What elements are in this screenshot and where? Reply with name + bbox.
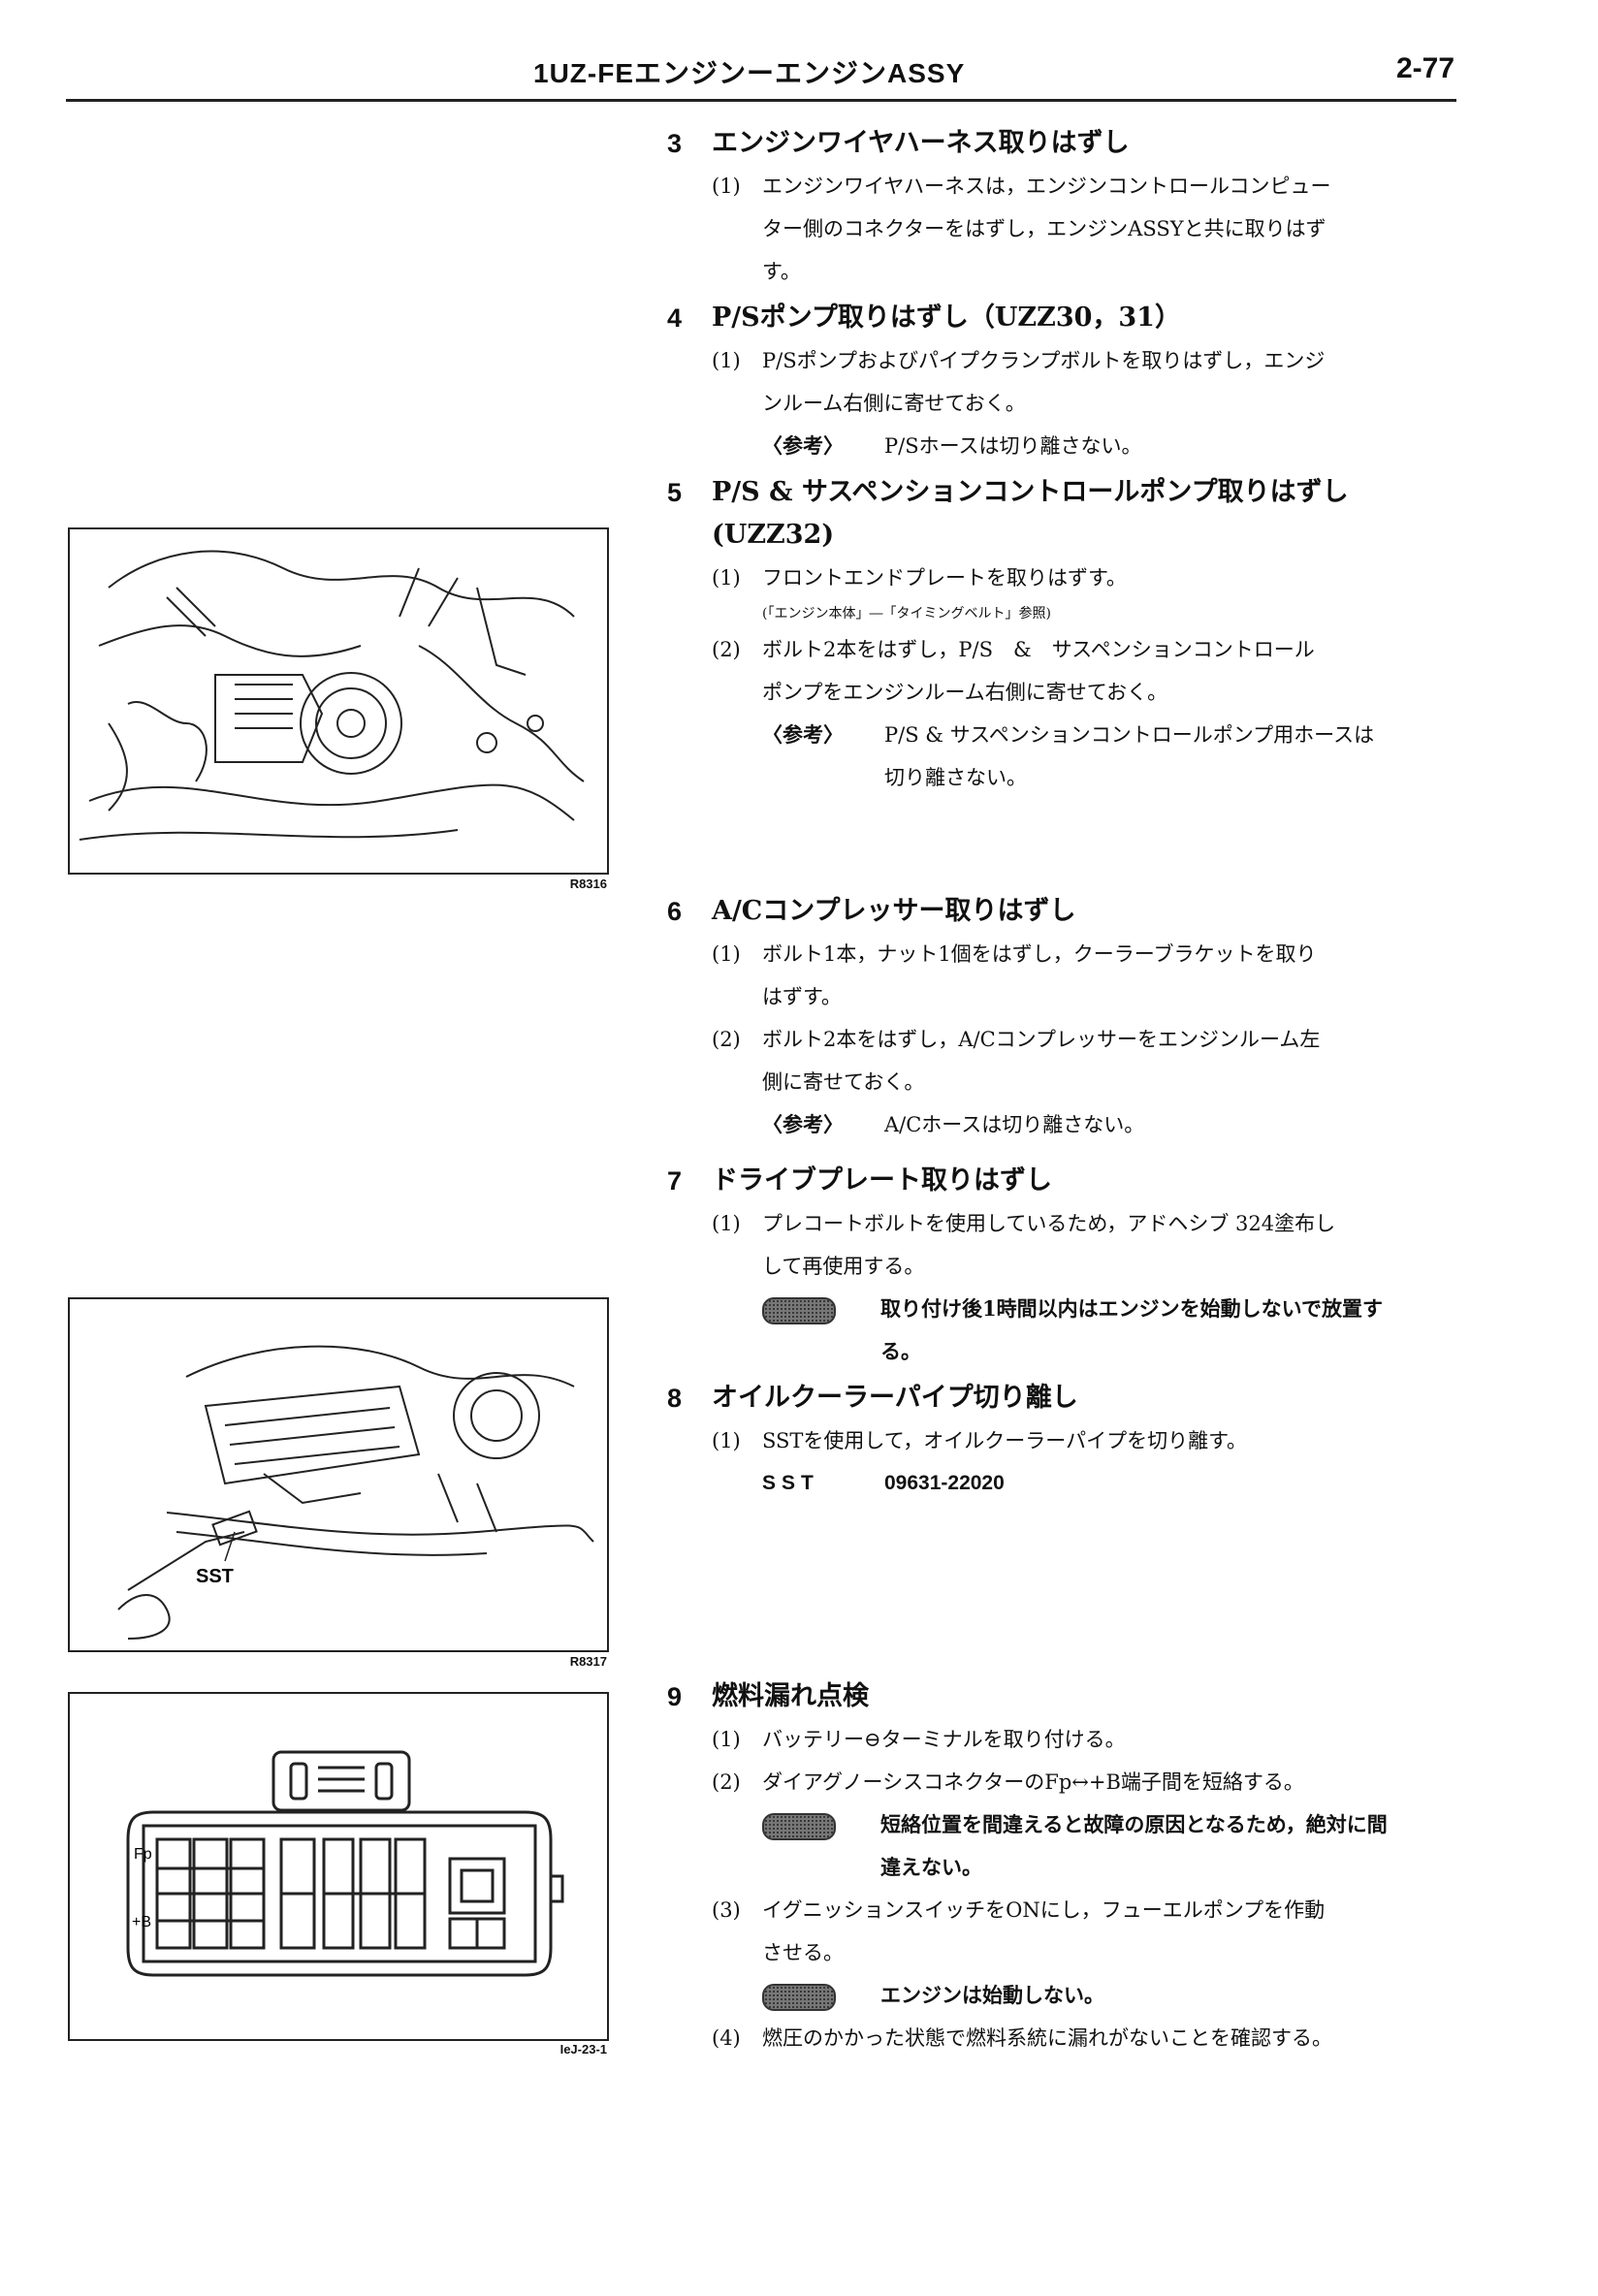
- figure-code: R8317: [569, 1654, 607, 1669]
- item-text-line: ポンプをエンジンルーム右側に寄せておく。: [762, 681, 1168, 704]
- caution-badge-icon: [762, 1984, 836, 2011]
- reference-label: 〈参考〉: [762, 1112, 844, 1136]
- item-text-line: ボルト1本，ナット1個をはずし，クーラーブラケットを取り: [762, 942, 1317, 966]
- section-number: 4: [667, 303, 683, 333]
- item-text-line: 燃圧のかかった状態で燃料系統に漏れがないことを確認する。: [762, 2026, 1332, 2050]
- section-number: 7: [667, 1166, 683, 1196]
- section-title: P/S & サスペンションコントロールポンプ取りはずし: [712, 477, 1349, 507]
- item-number: (1): [712, 942, 741, 966]
- item-text-line: して再使用する。: [762, 1255, 925, 1278]
- item-number: (1): [712, 1212, 741, 1235]
- cross-reference: (「エンジン本体」―「タイミングベルト」参照): [762, 606, 1051, 622]
- reference-text: P/Sホースは切り離さない。: [884, 434, 1142, 458]
- item-text-line: ボルト2本をはずし，A/Cコンプレッサーをエンジンルーム左: [762, 1028, 1321, 1051]
- section-7: 7 ドライブプレート取りはずし (1) プレコートボルトを使用しているため，アド…: [667, 1160, 1462, 1373]
- figure-code: R8316: [569, 877, 607, 891]
- item-text-line: す。: [762, 260, 801, 283]
- item-text-line: エンジンワイヤハーネスは，エンジンコントロールコンピュー: [762, 175, 1331, 198]
- item-number: (4): [712, 2026, 741, 2050]
- reference-label: 〈参考〉: [762, 433, 844, 458]
- item-number: (1): [712, 349, 741, 372]
- section-number: 8: [667, 1384, 683, 1413]
- reference-text: P/S & サスペンションコントロールポンプ用ホースは: [884, 723, 1375, 747]
- caution-badge-icon: [762, 1297, 836, 1324]
- section-5: 5 P/S & サスペンションコントロールポンプ取りはずし (UZZ32) (1…: [667, 471, 1462, 799]
- item-number: (3): [712, 1898, 741, 1922]
- diagnosis-connector-illustration: Fp +B: [126, 1750, 564, 1977]
- item-text-line: させる。: [762, 1941, 844, 1964]
- section-4: 4 P/Sポンプ取りはずし（UZZ30，31） (1) P/Sポンプおよびパイプ…: [667, 297, 1462, 467]
- item-text-line: バッテリー⊖ターミナルを取り付ける。: [762, 1728, 1126, 1751]
- section-8: 8 オイルクーラーパイプ切り離し (1) SSTを使用して，オイルクーラーパイプ…: [667, 1377, 1462, 1505]
- item-text-line: フロントエンドプレートを取りはずす。: [762, 566, 1127, 590]
- item-text-line: P/Sポンプおよびパイプクランプボルトを取りはずし，エンジ: [762, 349, 1326, 372]
- figure-oil-cooler-pipe: SST: [68, 1297, 609, 1652]
- section-6: 6 A/Cコンプレッサー取りはずし (1) ボルト1本，ナット1個をはずし，クー…: [667, 890, 1462, 1146]
- figure-diagnosis-connector: Fp +B: [68, 1692, 609, 2041]
- section-number: 9: [667, 1682, 683, 1711]
- sst-part-number: 09631-22020: [884, 1472, 1005, 1494]
- item-text-line: はずす。: [762, 985, 842, 1008]
- item-number: (1): [712, 1429, 741, 1452]
- reference-label: 〈参考〉: [762, 722, 844, 747]
- item-number: (1): [712, 175, 741, 198]
- section-9: 9 燃料漏れ点検 (1) バッテリー⊖ターミナルを取り付ける。 (2) ダイアグ…: [667, 1675, 1462, 2059]
- section-title: A/Cコンプレッサー取りはずし: [712, 896, 1076, 926]
- header-rule: [66, 99, 1456, 102]
- item-number: (1): [712, 1728, 741, 1751]
- item-text-line: プレコートボルトを使用しているため，アドヘシブ 324塗布し: [762, 1212, 1336, 1235]
- section-number: 6: [667, 897, 683, 926]
- section-title: 燃料漏れ点検: [712, 1681, 869, 1711]
- item-text-line: ダイアグノーシスコネクターのFp↔+B端子間を短絡する。: [762, 1770, 1304, 1794]
- figure-ps-pump: [68, 527, 609, 875]
- caution-text: る。: [880, 1339, 921, 1363]
- figure-code: IeJ-23-1: [559, 2042, 607, 2057]
- page-header-title: 1UZ-FEエンジンーエンジンASSY: [533, 58, 966, 88]
- fp-terminal-label: Fp: [134, 1846, 152, 1863]
- engine-pump-illustration: [79, 550, 585, 841]
- section-3: 3 エンジンワイヤハーネス取りはずし (1) エンジンワイヤハーネスは，エンジン…: [667, 122, 1462, 293]
- section-title: エンジンワイヤハーネス取りはずし: [712, 128, 1130, 158]
- item-number: (1): [712, 566, 741, 590]
- section-title-continued: (UZZ32): [712, 520, 835, 550]
- item-text-line: ンルーム右側に寄せておく。: [762, 392, 1026, 415]
- section-title: オイルクーラーパイプ切り離し: [712, 1383, 1078, 1413]
- item-text-line: ボルト2本をはずし，P/S & サスペンションコントロール: [762, 638, 1315, 661]
- item-text-line: 側に寄せておく。: [762, 1070, 925, 1094]
- oil-cooler-sst-illustration: SST: [117, 1345, 594, 1640]
- item-text-line: SSTを使用して，オイルクーラーパイプを切り離す。: [762, 1429, 1247, 1452]
- sst-figure-label: SST: [196, 1566, 234, 1587]
- caution-text: 取り付け後1時間以内はエンジンを始動しないで放置す: [880, 1296, 1383, 1321]
- item-number: (2): [712, 1770, 741, 1794]
- caution-text: 短絡位置を間違えると故障の原因となるため，絶対に間: [880, 1812, 1388, 1836]
- item-text-line: イグニッションスイッチをONにし，フューエルポンプを作動: [762, 1898, 1326, 1922]
- caution-text: エンジンは始動しない。: [880, 1983, 1104, 2007]
- reference-text: 切り離さない。: [884, 766, 1027, 789]
- item-text-line: ター側のコネクターをはずし，エンジンASSYと共に取りはず: [762, 217, 1326, 240]
- caution-badge-icon: [762, 1813, 836, 1840]
- section-title: P/Sポンプ取りはずし（UZZ30，31）: [712, 303, 1181, 333]
- section-number: 5: [667, 478, 683, 507]
- section-title: ドライブプレート取りはずし: [712, 1165, 1052, 1196]
- caution-text: 違えない。: [880, 1855, 982, 1879]
- b-terminal-label: +B: [132, 1914, 151, 1930]
- sst-label: SST: [762, 1472, 819, 1494]
- page-number: 2-77: [1395, 52, 1454, 84]
- reference-text: A/Cホースは切り離さない。: [884, 1113, 1145, 1136]
- item-number: (2): [712, 638, 741, 661]
- section-number: 3: [667, 129, 683, 158]
- item-number: (2): [712, 1028, 741, 1051]
